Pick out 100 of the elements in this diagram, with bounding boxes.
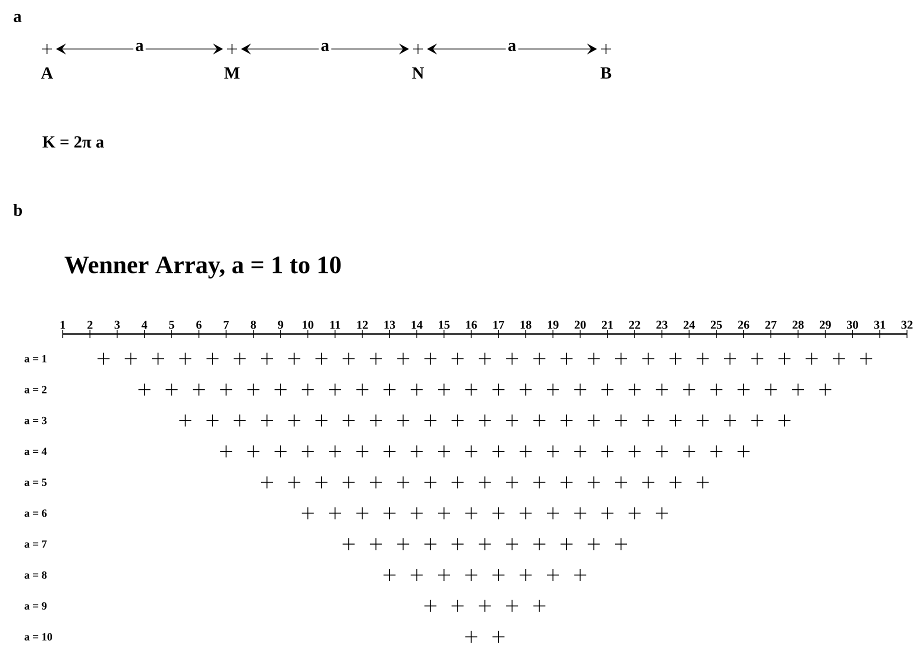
point: [587, 538, 600, 551]
point: [655, 444, 668, 458]
point: [546, 506, 560, 520]
point: [492, 630, 505, 644]
point: [288, 414, 301, 427]
point: [288, 476, 301, 489]
point: [778, 414, 791, 427]
point: [396, 538, 410, 551]
point: [424, 538, 437, 551]
point: [532, 599, 546, 612]
point: [369, 476, 382, 489]
point: [614, 538, 628, 551]
point: [710, 383, 723, 396]
x-tick-label: 9: [278, 320, 284, 329]
point: [614, 414, 628, 427]
point: [314, 352, 328, 366]
formula-label: K = 2π a: [42, 136, 104, 148]
point: [574, 383, 587, 396]
point: [506, 476, 519, 489]
point: [424, 414, 437, 427]
point: [764, 383, 778, 396]
point: [246, 444, 260, 458]
point: [682, 383, 696, 396]
point: [560, 538, 574, 551]
point: [805, 352, 818, 366]
x-tick-label: 12: [357, 320, 368, 329]
point: [328, 383, 342, 396]
point: [724, 352, 736, 366]
point: [628, 383, 642, 396]
point: [274, 383, 288, 396]
point: [451, 476, 464, 489]
point: [464, 383, 478, 396]
electrode: A: [41, 44, 54, 79]
point: [314, 476, 328, 489]
x-tick-label: 26: [738, 320, 750, 329]
point: [138, 383, 151, 396]
point: [560, 414, 574, 427]
point: [506, 414, 519, 427]
point: [369, 414, 382, 427]
double-arrow: [56, 43, 223, 55]
point: [383, 568, 396, 582]
point: [246, 383, 260, 396]
chart-title: Wenner Array, a = 1 to 10: [64, 256, 341, 278]
point: [342, 476, 356, 489]
point: [710, 444, 723, 458]
point: [628, 506, 642, 520]
x-tick-label: 20: [574, 320, 586, 329]
point: [614, 352, 628, 366]
x-tick-label: 30: [846, 320, 858, 329]
x-tick-label: 16: [466, 320, 477, 329]
point: [424, 352, 437, 366]
x-tick-label: 32: [901, 320, 912, 329]
point: [642, 476, 655, 489]
y-tick-label: a = 5: [24, 478, 47, 486]
point: [220, 444, 233, 458]
point: [464, 568, 478, 582]
point: [696, 476, 710, 489]
point: [342, 414, 356, 427]
point: [124, 352, 138, 366]
point: [532, 352, 546, 366]
point: [301, 506, 314, 520]
point: [328, 506, 342, 520]
point: [314, 414, 328, 427]
y-tick-label: a = 3: [24, 416, 47, 424]
point: [669, 476, 682, 489]
point: [410, 444, 424, 458]
panel-label: b: [13, 204, 22, 216]
point: [574, 444, 587, 458]
point: [506, 352, 519, 366]
x-tick-label: 25: [710, 320, 722, 329]
point: [383, 506, 396, 520]
x-tick-label: 22: [629, 320, 640, 329]
point: [233, 414, 246, 427]
edge-label: a: [133, 40, 146, 54]
point: [587, 476, 600, 489]
point: [438, 568, 450, 582]
point: [546, 383, 560, 396]
point: [519, 568, 532, 582]
point: [492, 568, 505, 582]
point: [532, 414, 546, 427]
point: [587, 352, 600, 366]
point: [519, 506, 532, 520]
point: [178, 414, 192, 427]
point: [192, 383, 206, 396]
point: [614, 476, 628, 489]
point: [478, 476, 492, 489]
double-arrow: [241, 43, 409, 55]
point: [737, 383, 750, 396]
double-arrow: [427, 43, 597, 55]
point: [532, 538, 546, 551]
point: [206, 352, 219, 366]
point: [424, 476, 437, 489]
x-tick-label: 17: [493, 320, 504, 329]
point: [410, 506, 424, 520]
x-tick-label: 21: [602, 320, 613, 329]
point: [178, 352, 192, 366]
point: [696, 352, 710, 366]
point: [451, 538, 464, 551]
y-tick-label: a = 8: [24, 571, 47, 579]
point: [383, 444, 396, 458]
